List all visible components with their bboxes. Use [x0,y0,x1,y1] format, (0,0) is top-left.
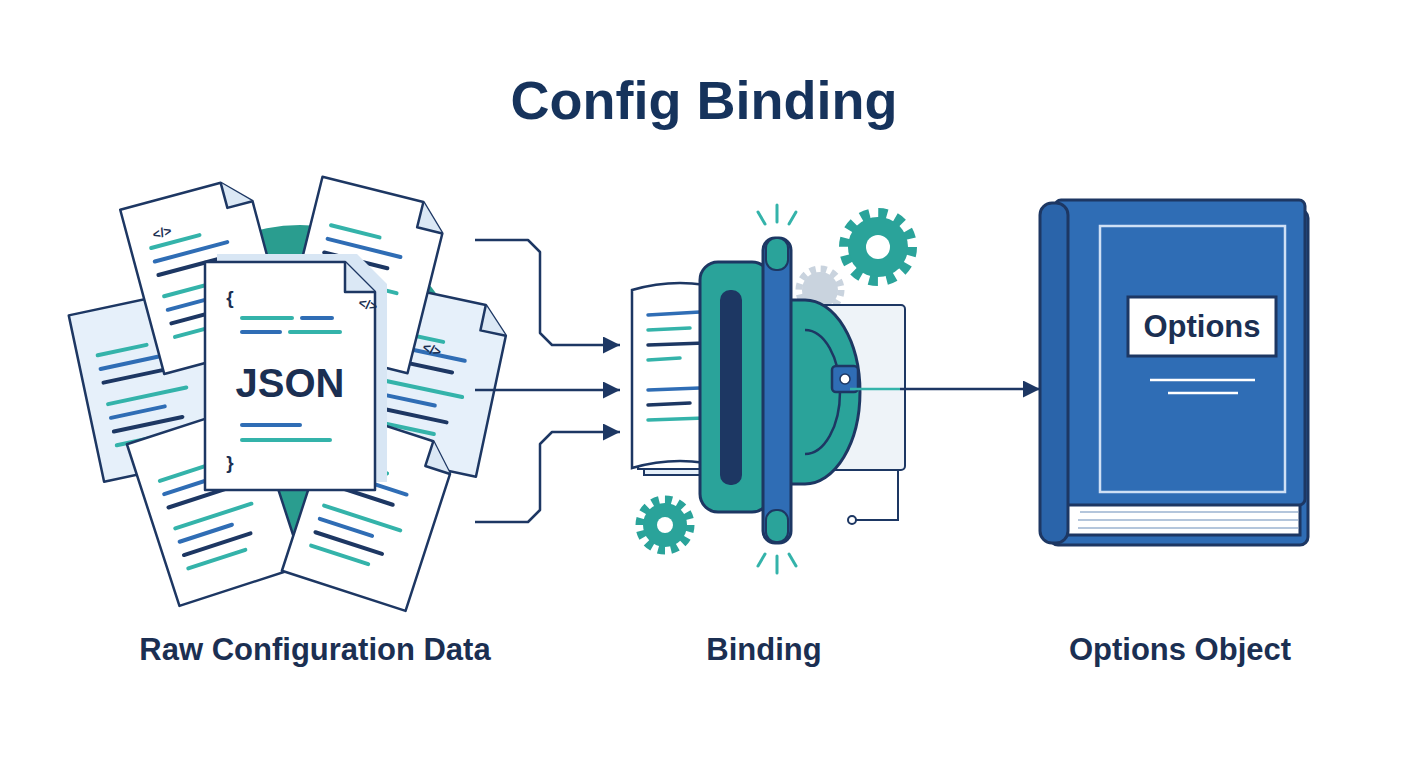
binding-machine-part-part [648,358,680,360]
binding-machine [632,205,912,573]
binding-machine-part [856,470,898,520]
document-cluster-part-part [302,316,332,320]
illustration-node: OptionsOptions Object [1040,200,1310,545]
gear-part [844,213,912,281]
document-cluster-part-part [242,438,330,442]
binding-machine-part-part [648,403,690,405]
document-cluster-part-part [290,330,340,334]
binding-machine-part-part [789,554,796,566]
binding-machine-part-part [648,312,700,315]
options-book [1040,200,1308,545]
binding-machine-part [758,205,796,573]
binding-machine-part-part [789,212,796,224]
gear-part [866,235,890,259]
binding-machine-part [766,238,788,270]
node-label: Options [952,297,1408,356]
binding-machine-part [648,312,705,420]
gear [640,500,690,550]
caption-label: Options Object [930,630,1408,670]
binding-machine-part [848,516,856,524]
binding-machine-part-part [758,212,765,224]
options-book-part [1055,200,1305,505]
binding-machine-part-part [648,388,700,390]
options-book-part [1168,392,1238,395]
binding-machine-part-part [776,205,779,222]
flow-arrow [475,432,620,522]
options-book-part-part [1080,511,1298,513]
caption-label: Raw Configuration Data [65,630,565,670]
binding-machine-part-part [776,556,779,573]
binding-machine-part [850,388,900,391]
binding-machine-part-part [648,418,705,420]
binding-machine-part-part [648,328,690,330]
options-book-part-part [1078,519,1298,521]
binding-machine-part [700,262,770,512]
options-book-part-part [1078,527,1298,529]
diagram-title: Config Binding [304,68,1104,132]
flow-arrow [900,388,1040,391]
gear-part [657,517,673,533]
binding-machine-part [840,374,850,384]
options-book-part [1100,226,1285,492]
flow-arrow [475,240,620,345]
document-cluster-part [345,262,375,292]
document-cluster-part-part [242,423,300,427]
code-glyph: } [190,451,270,474]
gear-part [640,500,690,550]
illustration-node: Binding [620,200,900,580]
node-label: JSON [40,359,540,407]
binding-machine-part [766,510,788,542]
options-book-part [1040,203,1068,543]
gear [844,213,912,281]
code-glyph: { [190,286,270,309]
binding-machine-part [720,290,742,485]
document-cluster-part-part [242,316,292,320]
binding-machine-part-part [758,554,765,566]
caption-label: Binding [514,630,1014,670]
binding-machine-part-part [648,343,705,345]
options-book-part [1150,379,1255,382]
flow-arrow [475,389,620,392]
binding-machine-part [763,238,791,543]
document-cluster-part-part [242,330,280,334]
options-book-part [1078,512,1298,528]
